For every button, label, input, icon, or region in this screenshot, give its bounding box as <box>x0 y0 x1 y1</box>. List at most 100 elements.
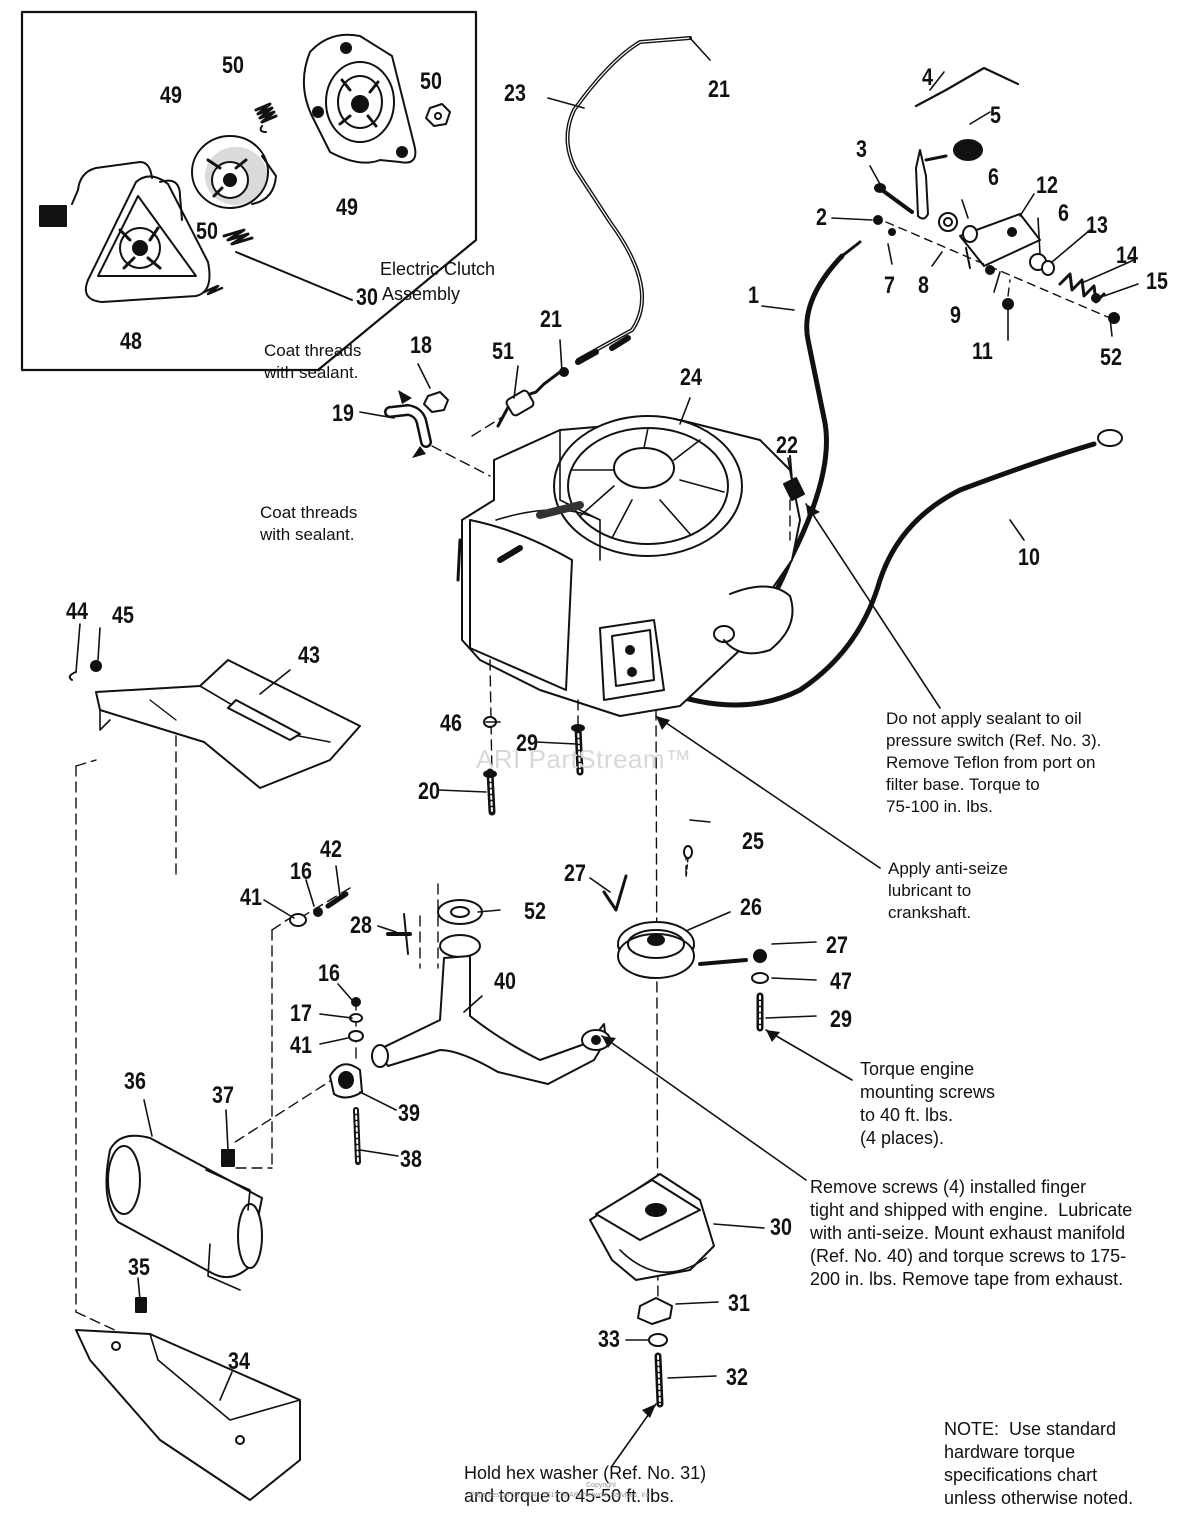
pressure-switch-icon <box>783 455 805 501</box>
ref-label: 35 <box>128 1254 150 1281</box>
ref-label: 47 <box>830 968 852 995</box>
ref-label: 1 <box>748 282 759 309</box>
note-remove-screws: Remove screws (4) installed finger tight… <box>810 1177 1133 1289</box>
armature-icon <box>191 135 277 209</box>
ref-label: 50 <box>222 52 244 79</box>
ref-label: 11 <box>972 338 993 365</box>
ref-label: 31 <box>728 1290 750 1317</box>
ref-label: 2 <box>816 204 827 231</box>
copyright-text: Page design (c) 2004 - 2017 by ARI Netwo… <box>470 1492 653 1499</box>
ref-label: 18 <box>410 332 432 359</box>
key-icon <box>602 845 769 1032</box>
ref-label: 22 <box>776 432 798 459</box>
note-oil-pressure: Do not apply sealant to oil pressure swi… <box>886 709 1102 816</box>
ref-label: 38 <box>400 1146 422 1173</box>
ref-label: 51 <box>492 338 514 365</box>
electric-clutch-icon <box>589 1173 715 1408</box>
inset-box <box>20 10 478 372</box>
ref-label: 25 <box>742 828 764 855</box>
ref-label: 20 <box>418 778 440 805</box>
ref-label: 44 <box>66 598 88 625</box>
note-coat-threads: Coat threads with sealant. <box>260 503 358 544</box>
ref-label: 6 <box>988 164 999 191</box>
dashed-guide <box>75 735 439 1341</box>
ref-label: 16 <box>318 960 340 987</box>
ref-label: 24 <box>680 364 702 391</box>
ref-label: 4 <box>922 64 933 91</box>
note-coat-threads: Coat threads with sealant. <box>264 341 362 382</box>
ref-label: 3 <box>856 136 867 163</box>
clamp-icon <box>329 1063 363 1165</box>
ref-label: 10 <box>1018 544 1040 571</box>
ref-label: 34 <box>228 1348 250 1375</box>
ref-label: 37 <box>212 1082 234 1109</box>
ref-label: 29 <box>516 730 538 757</box>
ref-label: 21 <box>540 306 562 333</box>
ref-label: 21 <box>708 76 730 103</box>
ref-label: 30 <box>770 1214 792 1241</box>
ref-label: 52 <box>524 898 546 925</box>
ref-label: 41 <box>290 1032 312 1059</box>
ref-label: 39 <box>398 1100 420 1127</box>
spring-icon <box>202 228 254 296</box>
bolt-icon <box>483 716 585 816</box>
choke-cable-icon <box>565 36 692 365</box>
ref-label: 50 <box>196 218 218 245</box>
ref-label: 40 <box>494 968 516 995</box>
ref-label: 9 <box>950 302 961 329</box>
ref-label: 36 <box>124 1068 146 1095</box>
muffler-icon <box>105 1134 263 1291</box>
ref-label: 17 <box>290 1000 312 1027</box>
note-anti-seize: Apply anti-seize lubricant to crankshaft… <box>888 859 1009 922</box>
ref-label: 6 <box>1058 200 1069 227</box>
exhaust-deflector-icon <box>75 1297 301 1501</box>
bolt-icon <box>289 891 412 1042</box>
ref-label: 29 <box>830 1006 852 1033</box>
copyright-text: Copyright <box>586 1482 616 1489</box>
ref-label: 27 <box>564 860 586 887</box>
ref-label: 12 <box>1036 172 1058 199</box>
ref-label: 46 <box>440 710 462 737</box>
ref-label: 27 <box>826 932 848 959</box>
ref-label: 14 <box>1116 242 1138 269</box>
ref-label: 42 <box>320 836 342 863</box>
exhaust-manifold-icon <box>371 955 611 1085</box>
leader-line <box>235 251 353 301</box>
spark-plug-icon <box>496 367 569 428</box>
ref-label: 8 <box>918 272 929 299</box>
nut-icon <box>425 103 451 127</box>
ref-label: 41 <box>240 884 262 911</box>
note-standard: NOTE: Use standard hardware torque speci… <box>944 1419 1134 1508</box>
ref-label: 50 <box>420 68 442 95</box>
ref-label: 26 <box>740 894 762 921</box>
ref-label: 33 <box>598 1326 620 1353</box>
ref-label: 19 <box>332 400 354 427</box>
heat-shield-icon <box>68 659 361 789</box>
ref-label: 43 <box>298 642 320 669</box>
arrow-icon <box>398 390 820 1418</box>
field-housing-icon <box>302 33 417 164</box>
clutch-bracket-icon <box>39 161 211 303</box>
ref-label: 48 <box>120 328 142 355</box>
ref-label: 52 <box>1100 344 1122 371</box>
washer-icon <box>938 212 1055 276</box>
ref-label: 32 <box>726 1364 748 1391</box>
dashed-guide <box>885 221 1111 319</box>
ref-label: 13 <box>1086 212 1108 239</box>
ref-label: 49 <box>336 194 358 221</box>
inset-caption: Electric Clutch <box>380 259 496 279</box>
ref-label: 45 <box>112 602 134 629</box>
ref-label: 5 <box>990 102 1001 129</box>
ref-label: 30 <box>356 284 378 311</box>
ref-label: 15 <box>1146 268 1168 295</box>
ref-label: 16 <box>290 858 312 885</box>
ref-label: 23 <box>504 80 526 107</box>
gasket-icon <box>437 899 483 958</box>
pulley-icon <box>617 921 695 979</box>
ref-label: 49 <box>160 82 182 109</box>
note-hex-washer: Hold hex washer (Ref. No. 31) and torque… <box>464 1463 707 1506</box>
ref-label: 28 <box>350 912 372 939</box>
leader-lines <box>75 37 1139 1467</box>
